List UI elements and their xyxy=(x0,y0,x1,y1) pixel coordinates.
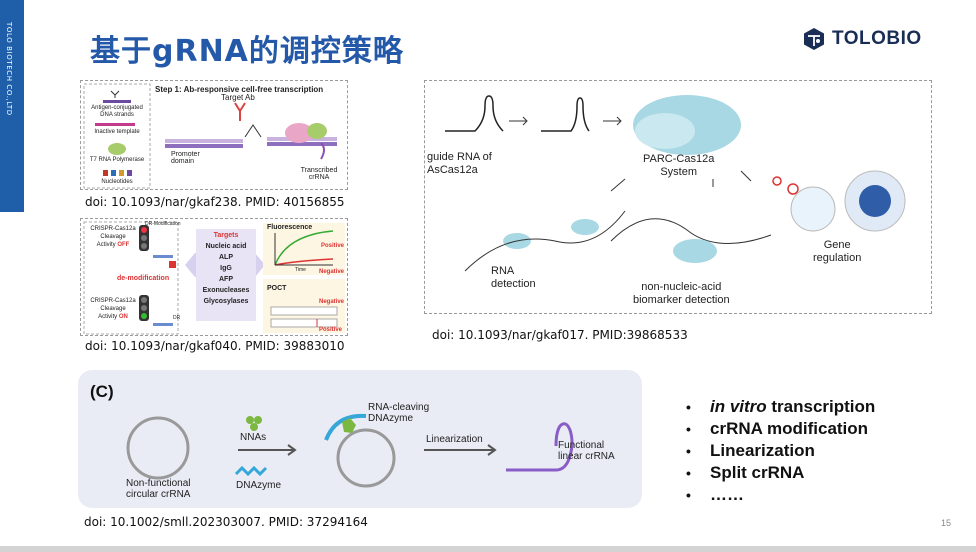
strategy-bullet-list: • in vitro transcription • crRNA modificat… xyxy=(686,396,875,506)
parc-line2: System xyxy=(660,166,697,178)
bullet-text: …… xyxy=(710,485,744,504)
dnazyme-label: DNAzyme xyxy=(236,480,282,491)
bullet-text: Split crRNA xyxy=(710,463,805,482)
targets-box: Targets Nucleic acid ALP IgG AFP Exonucl… xyxy=(196,230,256,307)
rc-line2: DNAzyme xyxy=(368,413,414,424)
targets-title: Targets xyxy=(213,232,239,239)
linearization-label: Linearization xyxy=(426,434,483,445)
activity-label: Activity xyxy=(98,314,118,320)
legend-polymerase: T7 RNA Polymerase xyxy=(89,157,145,163)
nf-line1: Non-functional xyxy=(126,478,191,489)
non-functional-label: Non-functional circular crRNA xyxy=(126,478,190,500)
parc-label: PARC-Cas12a System xyxy=(643,153,714,179)
dr-label: DR xyxy=(173,315,181,321)
doi-figure-2: doi: 10.1093/nar/gkaf040. PMID: 39883010 xyxy=(85,339,345,353)
functional-label: Functional linear crRNA xyxy=(558,440,615,462)
nf-line2: circular crRNA xyxy=(126,489,191,500)
transcribed-label: Transcribed crRNA xyxy=(300,167,338,181)
nn-line1: non-nucleic-acid xyxy=(641,281,722,293)
activity-label: Activity xyxy=(96,242,116,248)
gene-line1: Gene xyxy=(823,239,851,251)
positive-label: Positive xyxy=(321,243,345,249)
brand-sidebar: TOLO BIOTECH CO.,LTD xyxy=(0,0,24,212)
parc-line1: PARC-Cas12a xyxy=(643,153,715,165)
poct-negative: Negative xyxy=(319,299,345,305)
cleavage-label: Cleavage xyxy=(100,234,126,240)
demod-label: de-modification xyxy=(117,275,170,282)
non-nucleic-label: non-nucleic-acid biomarker detection xyxy=(633,281,730,307)
bullet-item: • Split crRNA xyxy=(686,462,875,484)
activity-off: Activity OFF xyxy=(85,241,141,249)
bullet-dot: • xyxy=(686,465,691,481)
nnas-label: NNAs xyxy=(240,432,267,443)
time-label: Time xyxy=(295,267,306,273)
promoter-label: Promoter domain xyxy=(171,151,200,165)
company-name: TOLO BIOTECH CO.,LTD xyxy=(5,22,13,116)
negative-label: Negative xyxy=(319,269,345,275)
cleavage-label: Cleavage xyxy=(100,306,126,312)
crispr-label: CRISPR-Cas12a xyxy=(90,298,136,304)
slide-title: 基于gRNA的调控策略 xyxy=(90,34,404,69)
panel-label: (C) xyxy=(90,382,114,401)
fl-line1: Functional xyxy=(558,440,605,451)
target-item: IgG xyxy=(220,265,232,272)
bullet-dot: • xyxy=(686,443,691,459)
legend-template: Inactive template xyxy=(94,129,140,135)
rna-cleaving-label: RNA-cleaving DNAzyme xyxy=(368,402,429,424)
bullet-item: • Linearization xyxy=(686,440,875,462)
bullet-text: crRNA modification xyxy=(710,419,869,438)
dr-modification-label: DR-Modification xyxy=(145,221,181,227)
target-item: Glycosylases xyxy=(203,298,249,305)
target-item: Nucleic acid xyxy=(205,243,247,250)
legend-antigen: Antigen-conjugated DNA strands xyxy=(91,105,143,118)
nn-line2: biomarker detection xyxy=(633,294,730,306)
target-item: ALP xyxy=(219,254,233,261)
poct-positive: Positive xyxy=(319,327,343,333)
target-ab-label: Target Ab xyxy=(221,93,255,102)
guide-line1: guide RNA of xyxy=(427,151,492,163)
rna-detection-label: RNA detection xyxy=(491,265,536,291)
step-title: Step 1: Ab-responsive cell-free transcri… xyxy=(155,85,324,94)
gene-regulation-label: Gene regulation xyxy=(813,239,861,265)
page-number: 15 xyxy=(941,518,952,528)
bottom-divider xyxy=(0,546,976,552)
activity-on: Activity ON xyxy=(85,313,141,321)
target-item: AFP xyxy=(219,276,233,283)
guide-rna-label: guide RNA of AsCas12a xyxy=(427,151,492,177)
fl-line2: linear crRNA xyxy=(558,451,615,462)
cleavage-off-label: CRISPR-Cas12a Cleavage Activity OFF xyxy=(85,225,141,249)
target-item: Exonucleases xyxy=(202,287,250,294)
crispr-label: CRISPR-Cas12a xyxy=(90,226,136,232)
bullet-text: Linearization xyxy=(710,441,815,460)
cleavage-on-label: CRISPR-Cas12a Cleavage Activity ON xyxy=(85,297,141,321)
tolobio-logo-icon xyxy=(804,28,824,50)
bullet-dot: • xyxy=(686,421,691,437)
bullet-dot: • xyxy=(686,399,691,415)
legend-nucleotides: Nucleotides xyxy=(101,179,133,185)
on-label: ON xyxy=(118,314,128,320)
bullet-text: transcription xyxy=(766,397,876,416)
doi-figure-4: doi: 10.1002/smll.202303007. PMID: 37294… xyxy=(84,515,368,529)
figure-circular-crrna: (C) Non-functional circular crRNA NNAs D… xyxy=(78,370,642,508)
rna-line1: RNA xyxy=(491,265,515,277)
figure-dr-modification: CRISPR-Cas12a Cleavage Activity OFF CRIS… xyxy=(80,218,348,336)
doi-figure-3: doi: 10.1093/nar/gkaf017. PMID:39868533 xyxy=(432,328,688,342)
bullet-dot: • xyxy=(686,487,691,503)
doi-figure-1: doi: 10.1093/nar/gkaf238. PMID: 40156855 xyxy=(85,195,345,209)
bullet-italic: in vitro xyxy=(710,397,767,416)
figure-parc-cas12a: guide RNA of AsCas12a PARC-Cas12a System… xyxy=(424,80,932,314)
logo-text: TOLOBIO xyxy=(832,28,922,49)
off-label: OFF xyxy=(117,242,130,248)
poct-title: POCT xyxy=(267,285,287,292)
bullet-item: • …… xyxy=(686,484,875,506)
gene-line2: regulation xyxy=(813,252,862,264)
rna-line2: detection xyxy=(491,278,536,290)
figure-ab-responsive-transcription: Step 1: Ab-responsive cell-free transcri… xyxy=(80,80,348,190)
rc-line1: RNA-cleaving xyxy=(368,402,430,413)
guide-line2: AsCas12a xyxy=(427,164,478,176)
fluorescence-title: Fluorescence xyxy=(267,224,313,231)
bullet-item: • in vitro transcription xyxy=(686,396,875,418)
bullet-item: • crRNA modification xyxy=(686,418,875,440)
company-logo: TOLOBIO xyxy=(802,27,922,51)
